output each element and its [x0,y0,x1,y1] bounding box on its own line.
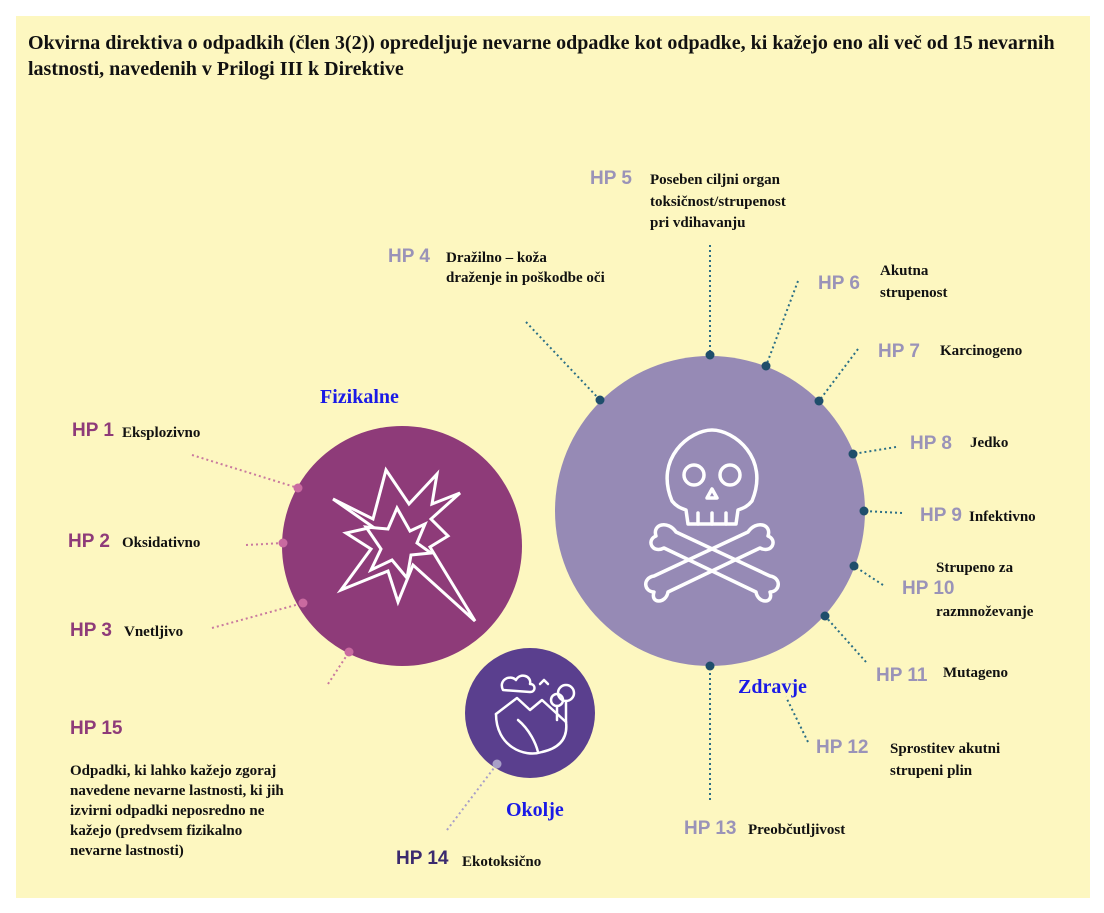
hp9-code: HP 9 [920,505,962,526]
hp14-label: Ekotoksično [462,854,542,870]
connector-hp7 [818,348,859,402]
hp10-code: HP 10 [902,578,955,599]
connector-hp3 [211,602,304,629]
hp1-code: HP 1 [72,420,114,441]
connector-dots [278,350,869,769]
hp5-code: HP 5 [590,168,632,189]
hp8-label: Jedko [970,435,1009,451]
category-environment-label: Okolje [506,799,564,821]
connector-hp1 [191,454,299,489]
connector-hp14 [446,763,498,831]
hp4-label-line1: Dražilno – koža [446,250,547,266]
category-health-label: Zdravje [738,676,807,698]
hp4-label-line2: draženje in poškodbe oči [446,270,605,286]
hp15-code: HP 15 [70,718,123,739]
connector-hp15 [327,651,350,685]
hp5-label-line2: toksičnost/strupenost [650,194,786,210]
hp4-code: HP 4 [388,246,430,267]
hp5-label-line1: Poseben ciljni organ [650,172,780,188]
hp7-label: Karcinogeno [940,343,1023,359]
environment-circle [465,648,595,778]
hp10-label-line2: razmnoževanje [936,604,1034,620]
connector-hp6 [765,280,799,367]
explosion-icon [332,466,477,623]
health-circle [555,356,865,666]
hp6-label-line1: Akutna [880,263,929,279]
hp6-code: HP 6 [818,273,860,294]
hp2-label: Oksidativno [122,535,201,551]
hp14-code: HP 14 [396,848,449,869]
landscape-icon [494,674,576,755]
page-title: Okvirna direktiva o odpadkih (člen 3(2))… [28,32,1055,80]
connector-hp2 [245,542,284,546]
hp5-label-line3: pri vdihavanju [650,215,746,231]
hp6-label-line2: strupenost [880,285,948,301]
category-physical-label: Fizikalne [320,386,399,408]
hp3-label: Vnetljivo [124,624,184,640]
physical-circle [282,426,522,666]
skull-crossbones-icon [644,428,780,603]
hp15-label: Odpadki, ki lahko kažejo zgoraj navedene… [70,763,284,859]
hp9-label: Infektivno [969,509,1036,525]
hp12-code: HP 12 [816,737,869,758]
connector-hp11 [824,615,867,663]
connector-hp4 [525,321,601,401]
connector-hp12 [785,696,809,743]
hp3-code: HP 3 [70,620,112,641]
hp11-label: Mutageno [943,665,1008,681]
hp10-label-line1: Strupeno za [936,560,1014,576]
hp8-code: HP 8 [910,433,952,454]
connector-hp9 [863,510,903,514]
hp7-code: HP 7 [878,341,920,362]
hp13-code: HP 13 [684,818,737,839]
connector-hp10 [853,565,884,586]
hp1-label: Eksplozivno [122,425,201,441]
hp13-label: Preobčutljivost [748,822,846,838]
hp11-code: HP 11 [876,665,928,686]
connector-hp8 [852,446,897,455]
hp12-label-line1: Sprostitev akutni [890,741,1001,757]
hp2-code: HP 2 [68,531,110,552]
hp12-label-line2: strupeni plin [890,763,973,779]
